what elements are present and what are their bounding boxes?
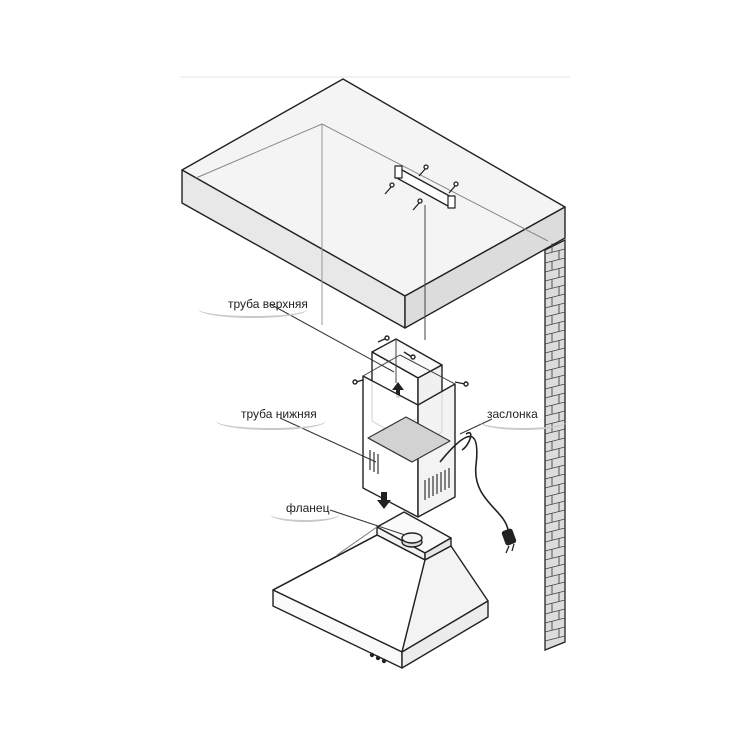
lower-pipe	[362, 354, 456, 518]
brick-mortar-line	[544, 509, 566, 516]
hood-control-buttons	[369, 652, 387, 664]
flange-label-swoosh	[270, 506, 340, 522]
brick-mortar-line	[544, 347, 566, 354]
ceiling-side-face	[404, 206, 566, 329]
brick-wall-face	[544, 238, 566, 651]
flange-label: фланец	[286, 501, 330, 515]
brick-wall	[544, 238, 566, 651]
lower-pipe-label: труба нижняя	[241, 407, 317, 421]
brick-mortar-line	[544, 590, 566, 597]
upper-pipe-arrow	[392, 382, 404, 398]
damper-label-swoosh	[478, 412, 568, 430]
lower-pipe-vents	[369, 450, 450, 500]
lower-pipe-arrow	[377, 492, 391, 509]
cooker-hood	[272, 511, 489, 669]
brick-mortar-line	[544, 392, 566, 399]
hood-rim-side	[401, 600, 489, 669]
brick-mortar-line	[544, 536, 566, 543]
brick-mortar-line	[544, 455, 566, 462]
brick-mortar-line	[544, 545, 566, 552]
brick-mortar-line	[544, 374, 566, 381]
brick-mortar-line	[544, 563, 566, 570]
brick-mortar-line	[544, 248, 566, 255]
brick-mortar-line	[544, 446, 566, 453]
brick-mortar-line	[544, 320, 566, 327]
brick-mortar-line	[544, 491, 566, 498]
lower-pipe-side	[417, 383, 456, 518]
hood-left-edge	[272, 534, 378, 591]
brick-mortar-line	[544, 365, 566, 372]
brick-mortar-line	[544, 581, 566, 588]
ceiling-bracket	[394, 165, 456, 209]
brick-mortar-line	[544, 617, 566, 624]
brick-mortar-line	[544, 401, 566, 408]
leader-flange	[329, 509, 406, 536]
brick-mortar-line	[544, 338, 566, 345]
brick-mortar-line	[544, 302, 566, 309]
brick-mortar-line	[544, 572, 566, 579]
brick-mortar-line	[544, 383, 566, 390]
brick-mortar-line	[544, 464, 566, 471]
brick-mortar-line	[544, 257, 566, 264]
brick-mortar-line	[544, 293, 566, 300]
brick-mortar-line	[544, 599, 566, 606]
power-cord	[439, 431, 509, 531]
brick-mortar-line	[544, 554, 566, 561]
brick-mortar-line	[544, 266, 566, 273]
brick-mortar-line	[544, 275, 566, 282]
damper-label: заслонка	[487, 407, 538, 421]
brick-mortar-line	[544, 527, 566, 534]
upper-pipe-label: труба верхняя	[228, 297, 308, 311]
brick-mortar-line	[544, 608, 566, 615]
ceiling-screws	[384, 164, 459, 211]
brick-mortar-line	[544, 284, 566, 291]
brick-mortar-line	[544, 482, 566, 489]
brick-mortar-line	[544, 311, 566, 318]
brick-mortar-line	[544, 329, 566, 336]
brick-mortar-line	[544, 437, 566, 444]
brick-mortar-line	[544, 356, 566, 363]
brick-mortar-line	[544, 473, 566, 480]
brick-mortar-line	[544, 635, 566, 642]
brick-mortar-line	[544, 428, 566, 435]
hood-back-edge	[336, 526, 378, 556]
power-plug	[501, 528, 517, 554]
lower-pipe-label-swoosh	[216, 412, 326, 430]
brick-mortar-line	[544, 500, 566, 507]
brick-mortar-line	[544, 626, 566, 633]
ceiling-slab	[181, 78, 566, 340]
upper-pipe-label-swoosh	[198, 300, 308, 318]
brick-mortar-line	[544, 518, 566, 525]
